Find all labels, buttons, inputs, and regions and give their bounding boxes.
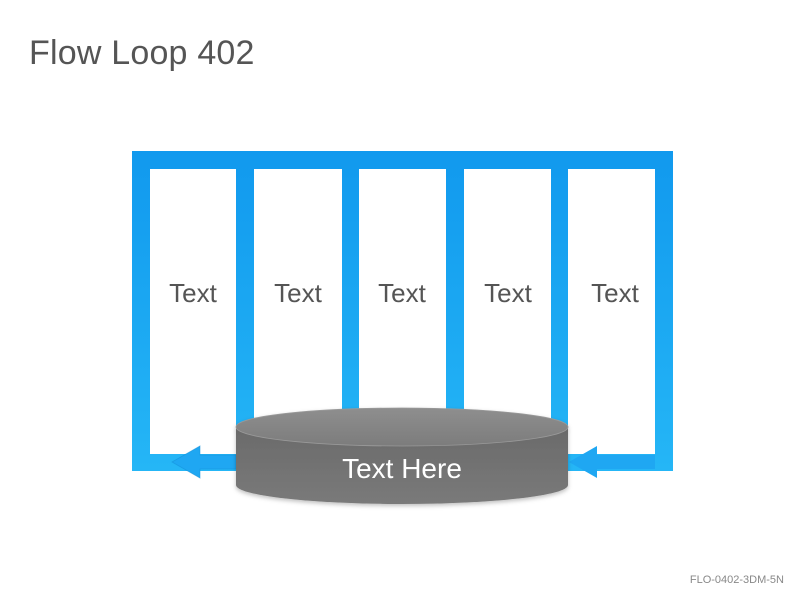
column-3 <box>359 169 446 454</box>
column-4 <box>464 169 551 454</box>
slide-title: Flow Loop 402 <box>29 34 255 72</box>
database-cylinder-icon <box>235 407 569 504</box>
column-5 <box>568 169 655 454</box>
center-label: Text Here <box>342 453 462 484</box>
column-1-label: Text <box>169 278 217 308</box>
column-3-label: Text <box>378 278 426 308</box>
footer-code: FLO-0402-3DM-5N <box>689 574 784 586</box>
column-1 <box>150 169 236 454</box>
column-4-label: Text <box>484 278 532 308</box>
right-arrow-icon <box>569 446 655 478</box>
column-2 <box>254 169 342 454</box>
column-5-label: Text <box>591 278 639 308</box>
column-2-label: Text <box>274 278 322 308</box>
left-arrow-icon <box>172 446 236 478</box>
